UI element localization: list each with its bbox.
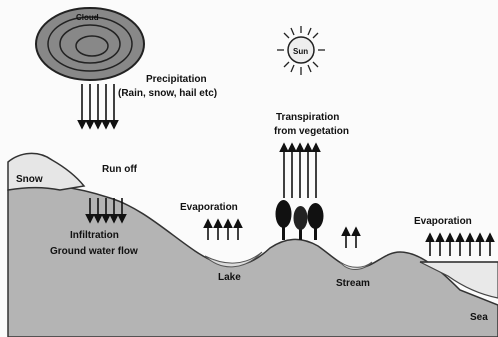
evaporation-left-label: Evaporation	[180, 202, 238, 213]
sun: Sun	[277, 26, 325, 75]
sea-label: Sea	[470, 312, 488, 323]
transpiration-label-line1: Transpiration	[276, 112, 339, 123]
ground-terrain	[8, 185, 498, 337]
infiltration-label: Infiltration	[70, 230, 119, 241]
trees	[276, 200, 324, 240]
transpiration-arrows	[284, 144, 316, 198]
precipitation-label-line1: Precipitation	[146, 74, 207, 85]
precipitation-arrows	[82, 84, 114, 128]
precipitation-label-line2: (Rain, snow, hail etc)	[118, 88, 217, 99]
evaporation-sea-arrows	[430, 234, 490, 256]
snow-label: Snow	[16, 174, 43, 185]
transpiration-label-line2: from vegetation	[274, 126, 349, 137]
ground-water-label: Ground water flow	[50, 246, 138, 257]
run-off-label: Run off	[102, 164, 138, 175]
evaporation-right-label: Evaporation	[414, 216, 472, 227]
sun-label: Sun	[293, 47, 308, 56]
evaporation-stream-arrows	[346, 228, 356, 248]
stream-label: Stream	[336, 278, 370, 289]
lake-label: Lake	[218, 272, 241, 283]
evaporation-left-arrows	[208, 220, 238, 240]
cloud-label: Cloud	[76, 13, 99, 22]
cloud: Cloud	[36, 8, 144, 80]
